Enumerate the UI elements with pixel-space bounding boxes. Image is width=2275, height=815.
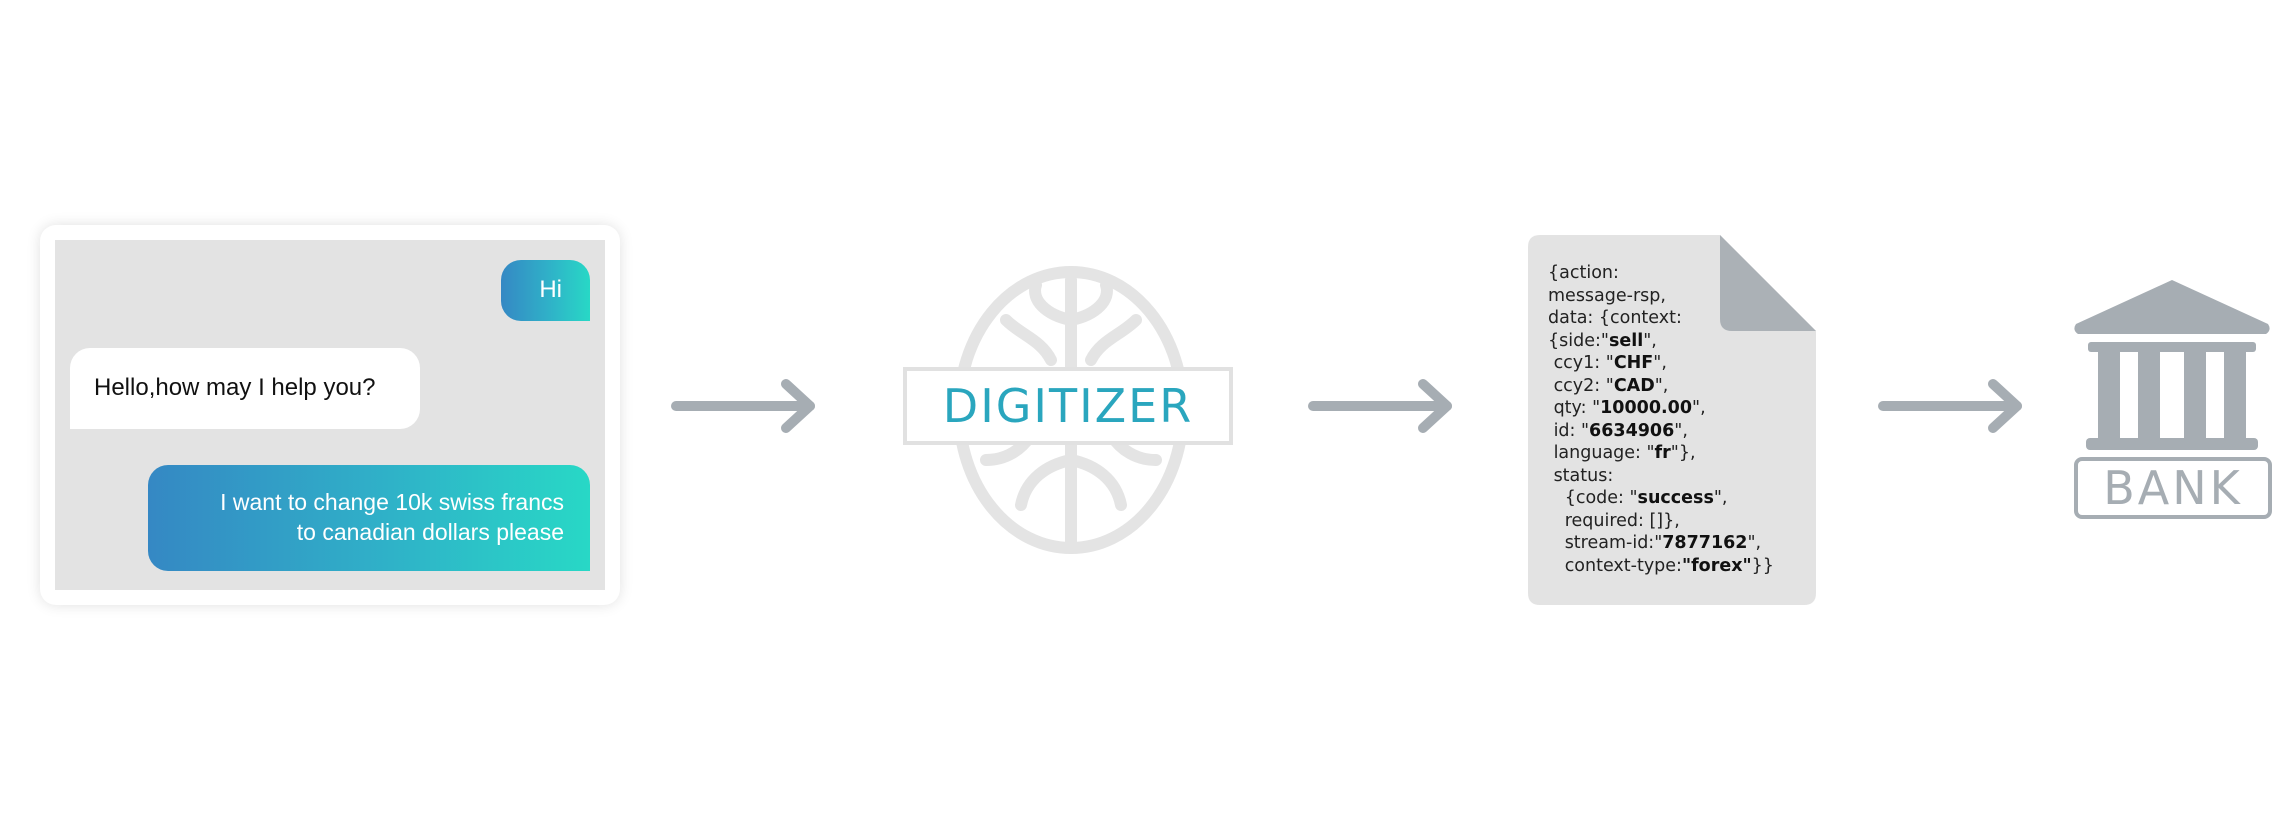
json-line: qty: "10000.00", [1548,397,1838,420]
message-text: Hello,how may I help you? [94,374,376,401]
json-line: {side:"sell", [1548,330,1838,353]
json-text: {action: [1548,263,1619,283]
document-icon [1528,235,1816,605]
json-text: status: [1548,465,1614,486]
json-text: ", [1653,353,1667,373]
json-text: ", [1747,533,1762,553]
json-value: 10000.00 [1600,398,1693,418]
message-text-line: I want to change 10k swiss francs [220,489,564,515]
json-text: ", [1654,375,1669,396]
json-line: language: "fr"}, [1548,442,1838,465]
json-payload-text: {action:message-rsp,data: {context:{side… [1548,262,1838,577]
chat-screen: Hi Hello,how may I help you? I want to c… [55,240,605,590]
right-arrow-icon [671,379,815,433]
bank-icon [2074,280,2270,450]
json-text: stream-id:" [1548,533,1663,553]
digitizer-label: DIGITIZER [942,379,1194,433]
json-value: 6634906 [1589,420,1675,441]
json-text: ccy2: " [1548,375,1614,396]
json-value: 7877162 [1662,533,1748,553]
json-value: CAD [1613,375,1655,396]
json-text: context-type: [1548,555,1682,576]
json-line: stream-id:"7877162", [1548,532,1838,555]
right-arrow-icon [1308,379,1452,433]
bot-message-bubble: Hello,how may I help you? [70,348,420,429]
json-line: required: []}, [1548,510,1838,533]
json-value: CHF [1613,353,1654,373]
chat-window: Hi Hello,how may I help you? I want to c… [40,225,620,605]
json-line: data: {context: [1548,307,1838,330]
json-text: "}, [1670,443,1696,463]
user-message-bubble: Hi [501,260,590,321]
json-line: id: "6634906", [1548,420,1838,443]
bank-label-box: BANK [2074,457,2272,519]
json-text: required: []}, [1548,510,1680,531]
json-text: }} [1751,555,1774,576]
json-value: success [1637,488,1714,508]
json-line: ccy2: "CAD", [1548,375,1838,398]
json-text: ", [1643,330,1657,351]
json-text: id: " [1548,420,1590,441]
json-text: ccy1: " [1548,353,1614,373]
json-text: message-rsp, [1548,285,1666,306]
json-line: context-type:"forex"}} [1548,555,1838,578]
json-line: {action: [1548,262,1838,285]
user-message-bubble: I want to change 10k swiss francs to can… [148,465,590,571]
message-text: Hi [539,276,562,303]
json-value: "forex" [1681,555,1752,576]
json-line: ccy1: "CHF", [1548,352,1838,375]
json-text: language: " [1548,443,1655,463]
json-value: fr [1654,443,1671,463]
json-line: status: [1548,465,1838,488]
json-value: sell [1608,330,1644,351]
json-line: message-rsp, [1548,285,1838,308]
json-text: {side:" [1548,330,1609,351]
json-text: ", [1674,420,1688,441]
json-line: {code: "success", [1548,487,1838,510]
right-arrow-icon [1878,379,2022,433]
json-text: data: {context: [1548,308,1682,328]
message-text-line: to canadian dollars please [296,519,564,545]
json-text: ", [1692,398,1706,418]
json-text: ", [1713,488,1728,508]
bank-label: BANK [2103,461,2243,515]
json-text: qty: " [1548,398,1601,418]
json-text: {code: " [1548,488,1638,508]
digitizer-label-box: DIGITIZER [903,367,1233,445]
